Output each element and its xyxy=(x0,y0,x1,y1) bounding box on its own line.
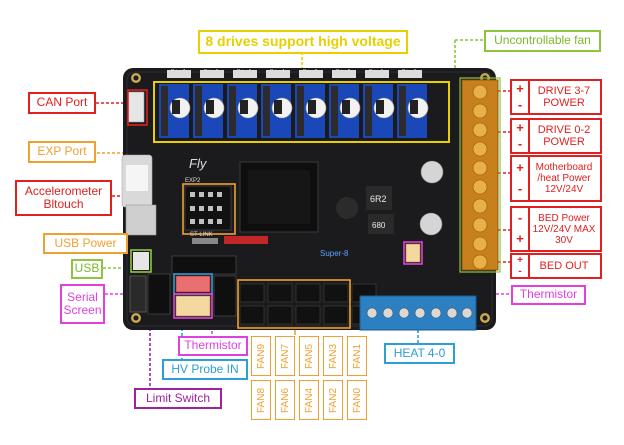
fan-label: FAN6 xyxy=(275,380,295,420)
stlink-silk: ST-LINK xyxy=(190,232,213,238)
can-port-text: CAN Port xyxy=(36,95,88,110)
fan-label: FAN4 xyxy=(299,380,319,420)
fan-label: FAN5 xyxy=(299,336,319,376)
fan-label: FAN2 xyxy=(323,380,343,420)
fan-label: FAN8 xyxy=(251,380,271,420)
limit-switch-text: Limit Switch xyxy=(145,390,210,405)
fan-label: FAN1 xyxy=(347,336,367,376)
serial-screen-label: Serial Screen xyxy=(60,284,105,324)
heat-text: HEAT 4-0 xyxy=(393,345,446,360)
uncontrollable-fan-text: Uncontrollable fan xyxy=(494,33,591,48)
hv-probe-text: HV Probe IN xyxy=(171,361,239,376)
uncontrollable-fan-label: Uncontrollable fan xyxy=(484,30,601,52)
serial-screen-text: Serial Screen xyxy=(63,289,102,317)
polarity-marks: -+ xyxy=(512,208,530,250)
polarity-marks: +- xyxy=(512,157,530,200)
accelerometer-text: Accelerometer Bltouch xyxy=(24,183,103,211)
drive-name: Drive3 xyxy=(303,69,318,75)
power-label-text: Motherboard /heat Power 12V/24V xyxy=(535,162,593,195)
drive-name: Drive4 xyxy=(270,69,285,75)
thermistor-left-text: Thermistor xyxy=(184,338,242,353)
board-logo: Fly xyxy=(189,156,208,171)
fan-label: FAN7 xyxy=(275,336,295,376)
thermistor-right-text: Thermistor xyxy=(519,287,578,302)
exp-port-label: EXP Port xyxy=(28,141,96,163)
drive-name: Drive0 xyxy=(402,69,417,75)
power-label-text: BED OUT xyxy=(539,259,589,272)
exp2-silk: EXP2 xyxy=(185,178,201,184)
usb-label: USB xyxy=(71,259,103,279)
can-port-label: CAN Port xyxy=(28,92,96,114)
drive-name: Drive1 xyxy=(369,69,384,75)
drives-title-label: 8 drives support high voltage xyxy=(198,30,408,54)
power-label-text: DRIVE 0-2 POWER xyxy=(537,123,591,148)
fan-label: FAN3 xyxy=(323,336,343,376)
power-label-text: BED Power 12V/24V MAX 30V xyxy=(532,212,596,246)
exp-port-text: EXP Port xyxy=(37,144,87,159)
power-label-drive-0-2: +- DRIVE 0-2 POWER xyxy=(510,118,602,154)
fan-label: FAN0 xyxy=(347,380,367,420)
drive-name: Drive6 xyxy=(204,69,219,75)
limit-switch-label: Limit Switch xyxy=(134,388,222,409)
inductor-code: 680 xyxy=(372,221,386,230)
polarity-marks: +- xyxy=(512,120,530,152)
drive-name: Drive7 xyxy=(171,69,186,75)
model-silk: Super-8 xyxy=(320,249,349,258)
drive-name: Drive2 xyxy=(336,69,351,75)
polarity-marks: +- xyxy=(512,81,530,113)
usb-text: USB xyxy=(74,261,100,276)
thermistor-left-label: Thermistor xyxy=(178,336,248,356)
power-label-bed-power: -+ BED Power 12V/24V MAX 30V xyxy=(510,206,602,252)
thermistor-right-label: Thermistor xyxy=(511,285,586,305)
drives-title-text: 8 drives support high voltage xyxy=(205,33,401,50)
hv-probe-label: HV Probe IN xyxy=(162,359,248,380)
power-label-bed-out: +- BED OUT xyxy=(510,253,602,279)
inductor-silk: 6R2 xyxy=(370,194,387,204)
usb-power-text: USB Power xyxy=(54,235,117,250)
power-label-drive-3-7: +- DRIVE 3-7 POWER xyxy=(510,79,602,115)
usb-power-label: USB Power xyxy=(43,233,128,254)
polarity-marks: +- xyxy=(512,255,530,277)
power-label-text: DRIVE 3-7 POWER xyxy=(537,84,591,109)
fan-label: FAN9 xyxy=(251,336,271,376)
power-label-motherboard: +- Motherboard /heat Power 12V/24V xyxy=(510,155,602,202)
accelerometer-label: Accelerometer Bltouch xyxy=(15,180,112,216)
heat-label: HEAT 4-0 xyxy=(384,343,455,364)
drive-name: Drive5 xyxy=(237,69,252,75)
